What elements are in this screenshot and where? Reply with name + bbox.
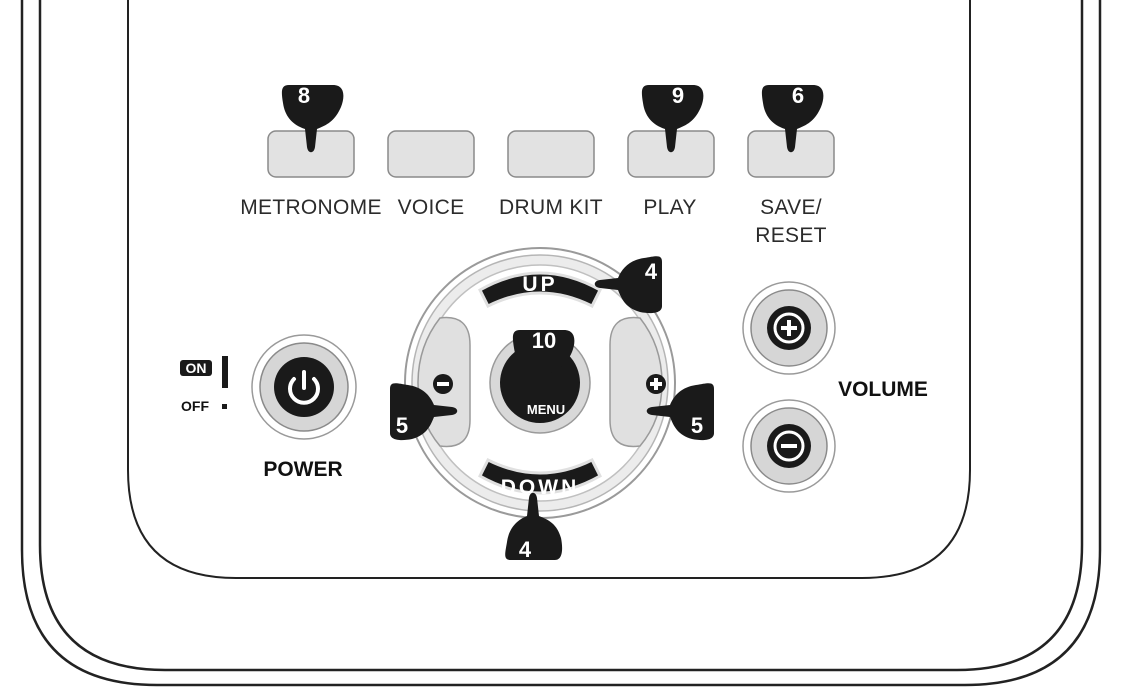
voice-button[interactable] bbox=[387, 130, 475, 178]
callout-minus-number: 5 bbox=[396, 413, 408, 438]
callout-minus: 5 bbox=[390, 383, 458, 441]
reset-label-line2: RESET bbox=[755, 224, 827, 247]
minus-circle-icon bbox=[773, 430, 805, 462]
up-button[interactable] bbox=[478, 271, 602, 309]
volume-control: VOLUME bbox=[742, 281, 928, 493]
on-label: ON bbox=[186, 360, 207, 376]
callout-down: 4 bbox=[505, 492, 563, 562]
callout-play: 9 bbox=[641, 83, 704, 153]
callout-metronome-number: 8 bbox=[298, 83, 310, 108]
plus-circle-icon bbox=[773, 312, 805, 344]
drum-kit-button[interactable] bbox=[507, 130, 595, 178]
down-button[interactable] bbox=[478, 457, 602, 495]
callout-up-number: 4 bbox=[645, 259, 658, 284]
callout-menu-number: 10 bbox=[532, 328, 556, 353]
power-control: ON OFF POWER bbox=[180, 334, 357, 481]
control-panel-outline bbox=[127, 0, 971, 579]
callout-metronome: 8 bbox=[281, 83, 344, 153]
up-label: UP bbox=[522, 273, 557, 296]
callout-menu: 10 bbox=[512, 328, 575, 398]
save-label-line1: SAVE/ bbox=[760, 196, 822, 219]
callout-up: 4 bbox=[594, 256, 662, 314]
callout-plus: 5 bbox=[646, 383, 714, 441]
metronome-label: METRONOME bbox=[240, 196, 382, 219]
play-label: PLAY bbox=[643, 196, 696, 219]
callout-down-number: 4 bbox=[519, 537, 532, 562]
voice-label: VOICE bbox=[398, 196, 465, 219]
menu-label: MENU bbox=[527, 402, 565, 417]
volume-label: VOLUME bbox=[838, 378, 928, 401]
power-label: POWER bbox=[263, 458, 342, 481]
device-outline bbox=[20, 0, 1102, 687]
function-buttons bbox=[267, 130, 835, 178]
callout-play-number: 9 bbox=[672, 83, 684, 108]
callout-plus-number: 5 bbox=[691, 413, 703, 438]
callout-save-reset-number: 6 bbox=[792, 83, 804, 108]
down-label: DOWN bbox=[501, 476, 580, 499]
drum-kit-label: DRUM KIT bbox=[499, 196, 603, 219]
on-badge bbox=[180, 360, 212, 376]
off-label: OFF bbox=[181, 398, 209, 414]
plus-button[interactable] bbox=[609, 316, 663, 448]
power-icon bbox=[288, 370, 320, 405]
callout-save-reset: 6 bbox=[761, 83, 824, 153]
